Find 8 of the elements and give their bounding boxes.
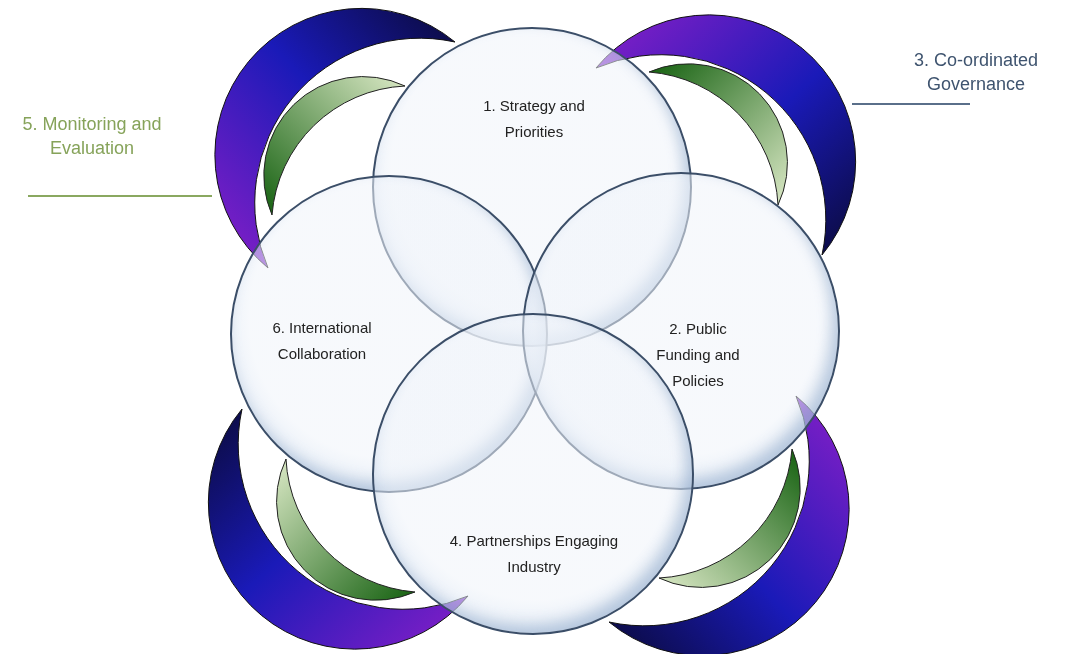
circle-label: 6. International Collaboration: [271, 318, 373, 364]
leader-line: [27, 195, 213, 197]
callout-label: 3. Co-ordinated Governance: [890, 48, 1062, 104]
circle-label: 2. Public Funding and Policies: [655, 319, 741, 391]
callout-label: 5. Monitoring and Evaluation: [22, 112, 162, 196]
circle-label: 4. Partnerships Engaging Industry: [448, 531, 620, 577]
circle-label: 1. Strategy and Priorities: [482, 96, 586, 142]
leader-line: [851, 103, 971, 105]
